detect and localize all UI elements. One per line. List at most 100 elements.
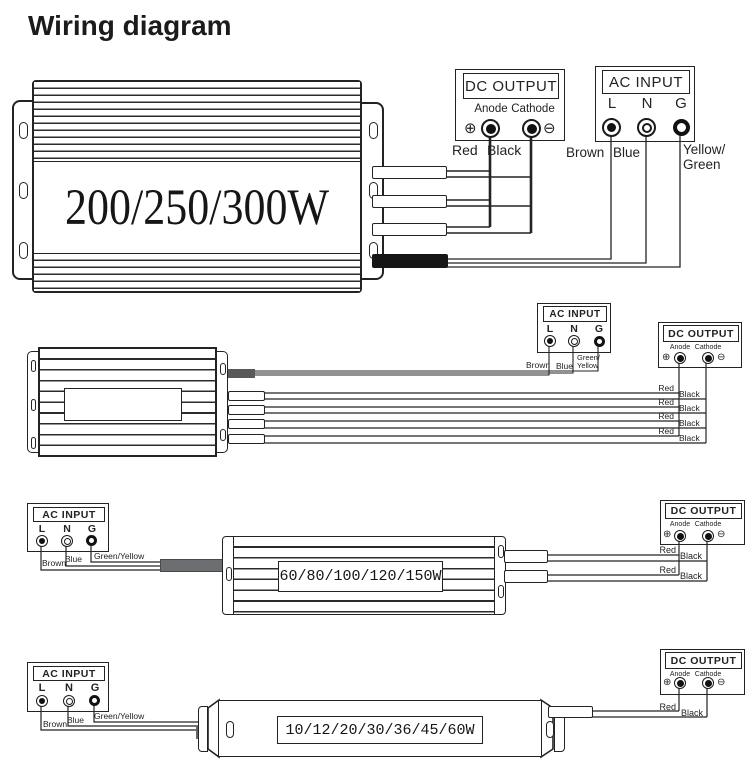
mounting-hole	[497, 545, 504, 558]
wire-label-red: Red	[452, 142, 478, 158]
dc-output-header: DC OUTPUT	[665, 652, 742, 669]
cathode-label: Cathode	[694, 344, 722, 351]
wire-label-black: Black	[679, 403, 700, 413]
wire-label-brown: Brown	[43, 719, 68, 729]
s2-ac-wires	[252, 340, 599, 376]
dc-output-header: DC OUTPUT	[663, 325, 739, 342]
cathode-terminal-icon	[522, 119, 541, 138]
wire-label-red: Red	[658, 426, 674, 436]
s4-ac-wires	[40, 704, 200, 731]
wire-label-green-yellow: Green/ Yellow	[577, 354, 600, 370]
s1-dc-black-wires	[445, 176, 531, 234]
anode-label: Anode	[669, 344, 691, 351]
mounting-hole	[220, 429, 226, 441]
s3-dc-black-wires	[546, 535, 708, 582]
psu4-left-plate	[198, 706, 208, 752]
wire-label-brown: Brown	[526, 360, 551, 370]
ac-input-title: AC INPUT	[608, 73, 683, 91]
ac-input-box-3: AC INPUT L N G	[27, 503, 109, 552]
live-terminal-icon	[602, 118, 621, 137]
psu2-nameplate	[64, 388, 182, 421]
wire-label-black: Black	[681, 708, 704, 718]
terminal-letter-live: L	[38, 682, 46, 694]
ac-cable	[160, 559, 230, 572]
terminal-letter-neutral: N	[63, 523, 71, 535]
terminal-letter-neutral: N	[65, 682, 73, 694]
ac-input-title: AC INPUT	[42, 667, 96, 680]
terminal-letter-neutral: N	[641, 95, 653, 112]
anode-label: Anode	[474, 103, 508, 115]
ac-cable	[228, 369, 255, 378]
cathode-terminal-icon	[702, 352, 714, 364]
wire-label-blue: Blue	[556, 361, 574, 371]
wire-label-blue: Blue	[67, 715, 85, 725]
plus-symbol-icon: ⊕	[662, 352, 671, 363]
wire-label-red: Red	[658, 411, 674, 421]
dc-cable	[228, 391, 265, 401]
dc-cable	[372, 195, 447, 208]
ground-terminal-icon	[673, 119, 690, 136]
wire-label-blue: Blue	[613, 145, 641, 160]
mounting-slot	[546, 721, 554, 738]
psu1-left-bracket	[12, 100, 34, 280]
terminal-letter-live: L	[607, 95, 617, 112]
dc-output-title: DC OUTPUT	[670, 505, 737, 517]
dc-output-box-3: DC OUTPUT Anode Cathode ⊕ ⊖	[660, 500, 745, 545]
psu4-wattage-label: 10/12/20/30/36/45/60W	[285, 721, 475, 739]
wire-label-brown: Brown	[42, 558, 67, 568]
neutral-terminal-icon	[61, 535, 73, 547]
neutral-terminal-icon	[63, 695, 75, 707]
minus-symbol-icon: ⊖	[543, 120, 556, 137]
s2-dc-red-wires	[262, 357, 680, 437]
psu3-nameplate: 60/80/100/120/150W	[278, 561, 443, 592]
terminal-letter-ground: G	[675, 95, 687, 112]
wire-label-black: Black	[487, 142, 522, 158]
wire-label-green-yellow: Green/Yellow	[94, 711, 145, 721]
dc-output-box-2: DC OUTPUT Anode Cathode ⊕ ⊖	[658, 322, 742, 368]
dc-output-header: DC OUTPUT	[463, 73, 559, 99]
wire-label-red: Red	[659, 702, 676, 712]
terminal-letter-live: L	[546, 323, 554, 335]
cathode-terminal-icon	[702, 677, 714, 689]
mounting-hole	[19, 242, 28, 259]
ac-input-box-4: AC INPUT L N G	[27, 662, 109, 712]
wire-label-black: Black	[679, 389, 700, 399]
live-terminal-icon	[36, 535, 48, 547]
dc-cable	[504, 550, 548, 563]
dc-output-title: DC OUTPUT	[670, 654, 737, 667]
s1-ac-wires	[446, 127, 681, 268]
dc-cable	[372, 223, 447, 236]
psu2-right-bracket	[216, 351, 228, 453]
wire-label-red: Red	[659, 545, 676, 555]
dc-output-title: DC OUTPUT	[465, 77, 557, 95]
ac-input-header: AC INPUT	[543, 306, 607, 322]
dc-cable	[228, 405, 265, 415]
yellow-green-line1: Yellow/	[683, 142, 726, 157]
psu1-label-zone: 200/250/300W	[34, 162, 360, 253]
anode-terminal-icon	[674, 677, 686, 689]
ac-cable	[372, 254, 448, 268]
plus-symbol-icon: ⊕	[464, 120, 477, 137]
wire-label-green-yellow: Green/Yellow	[94, 551, 145, 561]
anode-terminal-icon	[674, 530, 686, 542]
mounting-hole	[497, 585, 504, 598]
mounting-slot	[226, 721, 234, 738]
plus-symbol-icon: ⊕	[663, 677, 672, 688]
minus-symbol-icon: ⊖	[717, 352, 726, 363]
live-terminal-icon	[544, 335, 556, 347]
anode-label: Anode	[669, 671, 691, 678]
psu3-wattage-label: 60/80/100/120/150W	[279, 568, 442, 585]
ground-terminal-icon	[86, 535, 97, 546]
psu1-bottom-fins	[34, 253, 360, 291]
wire-label-black: Black	[679, 418, 700, 428]
terminal-letter-live: L	[38, 523, 46, 535]
minus-symbol-icon: ⊖	[717, 529, 726, 540]
ac-input-header: AC INPUT	[33, 507, 105, 522]
terminal-letter-ground: G	[90, 682, 100, 694]
mounting-hole	[369, 122, 378, 139]
ac-input-box-2: AC INPUT L N G	[537, 303, 611, 353]
cathode-label: Cathode	[694, 671, 722, 678]
dc-cable	[548, 706, 593, 718]
wire-label-black: Black	[679, 433, 700, 443]
